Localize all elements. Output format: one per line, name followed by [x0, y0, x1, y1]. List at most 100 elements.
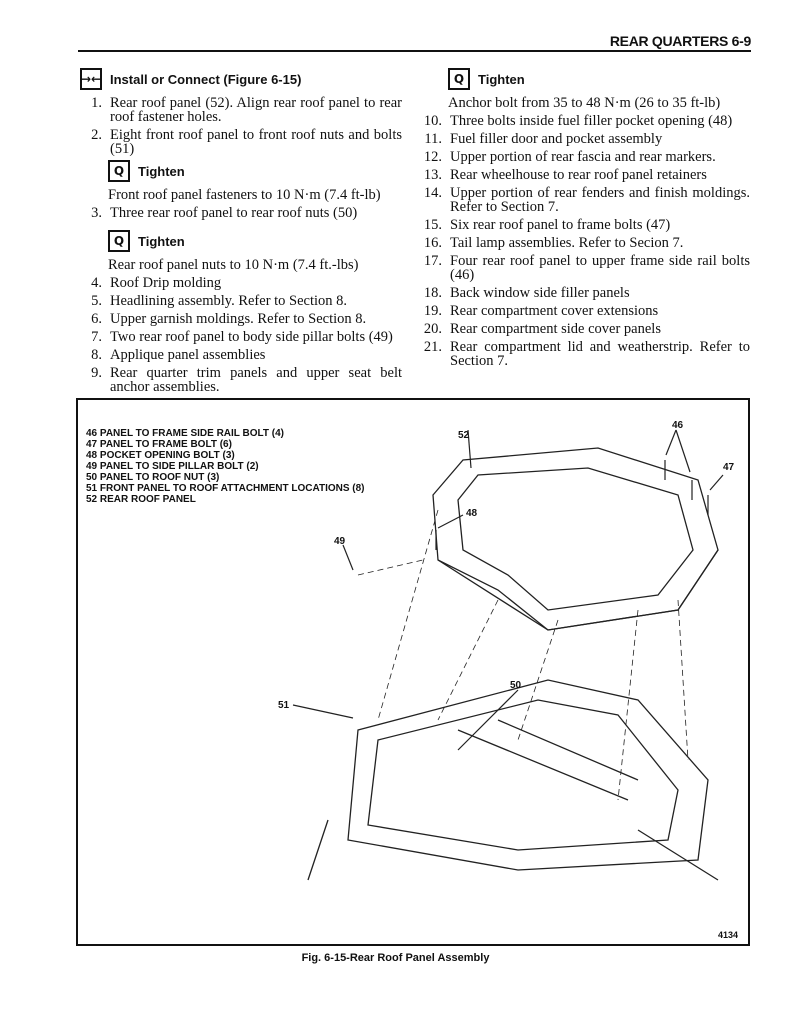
list-item: 13. Rear wheelhouse to rear roof panel re… — [420, 167, 750, 183]
wrench-tighten-icon: Q — [108, 230, 130, 252]
item-number: 10. — [423, 113, 442, 129]
list-item: 3. Three rear roof panel to rear roof nut… — [80, 205, 402, 221]
item-number: 20. — [423, 321, 442, 337]
right-column: Q Tighten Anchor bolt from 35 to 48 N·m (… — [420, 64, 750, 372]
list-item: 18. Back window side filler panels — [420, 285, 750, 301]
arrows-inward-icon: →← — [80, 68, 102, 90]
tighten-label: Tighten — [478, 71, 525, 87]
tighten-label: Tighten — [138, 233, 185, 249]
tighten-spec: Rear roof panel nuts to 10 N·m (7.4 ft.-… — [108, 257, 359, 273]
list-item: 6. Upper garnish moldings. Refer to Secti… — [80, 311, 402, 327]
item-number: 18. — [423, 285, 442, 301]
callout-50: 50 — [510, 680, 522, 691]
figure-legend: 46 PANEL TO FRAME SIDE RAIL BOLT (4)47 P… — [86, 428, 365, 505]
callout-48: 48 — [466, 508, 478, 519]
tighten-heading: Q Tighten — [420, 68, 750, 90]
tighten-spec: Anchor bolt from 35 to 48 N·m (26 to 35 … — [448, 95, 721, 111]
item-text: Back window side filler panels — [450, 285, 630, 301]
legend-entry: 51 FRONT PANEL TO ROOF ATTACHMENT LOCATI… — [86, 483, 365, 494]
callout-49: 49 — [334, 536, 346, 547]
tighten-spec: Front roof panel fasteners to 10 N·m (7.… — [108, 187, 381, 203]
item-text: Six rear roof panel to frame bolts (47) — [450, 217, 671, 233]
list-item: 15. Six rear roof panel to frame bolts (4… — [420, 217, 750, 233]
item-number: 1. — [91, 95, 102, 111]
list-item: 21. Rear compartment lid and weatherstrip… — [420, 339, 750, 369]
tighten-heading: Q Tighten — [80, 160, 402, 182]
item-number: 4. — [91, 275, 102, 291]
list-item: 12. Upper portion of rear fascia and rear… — [420, 149, 750, 165]
item-number: 11. — [424, 131, 442, 147]
list-item: 14. Upper portion of rear fenders and fin… — [420, 185, 750, 215]
item-text: Tail lamp assemblies. Refer to Secion 7. — [450, 235, 684, 251]
item-text: Three rear roof panel to rear roof nuts … — [110, 205, 358, 221]
install-heading-text: Install or Connect (Figure 6-15) — [110, 71, 302, 87]
rear-roof-panel-illustration — [292, 429, 724, 881]
left-column: →← Install or Connect (Figure 6-15) 1. Rea… — [80, 64, 402, 398]
list-item: 19.Rear compartment cover extensions — [420, 303, 750, 319]
legend-entry: 52 REAR ROOF PANEL — [86, 494, 196, 505]
list-item: 2. Eight front roof panel to front roof n… — [80, 127, 402, 157]
item-text: Rear compartment lid and weatherstrip. R… — [450, 339, 750, 369]
list-item: 16. Tail lamp assemblies. Refer to Secion… — [420, 235, 750, 251]
list-item: 11. Fuel filler door and pocket assembly — [420, 131, 750, 147]
item-text: Upper portion of rear fenders and finish… — [450, 185, 750, 215]
list-item: 5. Headlining assembly. Refer to Section … — [80, 293, 402, 309]
wrench-tighten-icon: Q — [108, 160, 130, 182]
list-item: 4. Roof Drip molding — [80, 275, 402, 291]
item-text: Rear compartment side cover panels — [450, 321, 661, 337]
wrench-tighten-icon: Q — [448, 68, 470, 90]
callout-46: 46 — [672, 420, 684, 431]
item-number: 17. — [423, 253, 442, 269]
legend-entry: 50 PANEL TO ROOF NUT (3) — [86, 472, 220, 483]
item-number: 16. — [423, 235, 442, 251]
list-item: 20. Rear compartment side cover panels — [420, 321, 750, 337]
item-text: Rear wheelhouse to rear roof panel retai… — [450, 167, 707, 183]
item-text: Upper garnish moldings. Refer to Section… — [110, 311, 367, 327]
page-header: REAR QUARTERS 6-9 — [609, 33, 751, 49]
tighten-heading: Q Tighten — [80, 230, 402, 252]
list-item: 10. Three bolts inside fuel filler pocket… — [420, 113, 750, 129]
tighten-label: Tighten — [138, 163, 185, 179]
header-rule — [78, 50, 751, 52]
item-text: Rear quarter trim panels and upper seat … — [110, 365, 402, 395]
item-text: Upper portion of rear fascia and rear ma… — [450, 149, 716, 165]
item-text: Fuel filler door and pocket assembly — [450, 131, 663, 147]
item-text: Headlining assembly. Refer to Section 8. — [110, 293, 348, 309]
item-number: 12. — [423, 149, 442, 165]
legend-entry: 47 PANEL TO FRAME BOLT (6) — [86, 439, 232, 450]
list-item: 9. Rear quarter trim panels and upper sea… — [80, 365, 402, 395]
legend-entry: 48 POCKET OPENING BOLT (3) — [86, 450, 235, 461]
item-number: 13. — [423, 167, 442, 183]
item-text: Applique panel assemblies — [110, 347, 266, 363]
callout-51: 51 — [278, 700, 290, 711]
item-text: Rear compartment cover extensions — [450, 303, 659, 319]
item-text: Eight front roof panel to front roof nut… — [110, 127, 402, 157]
legend-entry: 49 PANEL TO SIDE PILLAR BOLT (2) — [86, 461, 259, 472]
item-number: 7. — [91, 329, 102, 345]
list-item: 7. Two rear roof panel to body side pilla… — [80, 329, 402, 345]
item-number: 5. — [91, 293, 102, 309]
list-item: 17. Four rear roof panel to upper frame s… — [420, 253, 750, 283]
item-text: Rear roof panel (52). Align rear roof pa… — [110, 95, 402, 125]
item-number: 21. — [423, 339, 442, 355]
item-text: Three bolts inside fuel filler pocket op… — [450, 113, 733, 129]
item-number: 2. — [91, 127, 102, 143]
figure-caption: Fig. 6-15-Rear Roof Panel Assembly — [301, 952, 490, 964]
item-text: Two rear roof panel to body side pillar … — [110, 329, 393, 345]
callout-47: 47 — [723, 462, 735, 473]
item-text: Roof Drip molding — [110, 275, 222, 291]
callout-52: 52 — [458, 430, 470, 441]
item-number: 15. — [423, 217, 442, 233]
figure-box: 46 PANEL TO FRAME SIDE RAIL BOLT (4)47 P… — [76, 398, 750, 946]
item-number: 6. — [91, 311, 102, 327]
legend-entry: 46 PANEL TO FRAME SIDE RAIL BOLT (4) — [86, 428, 284, 439]
list-item: 8. Applique panel assemblies — [80, 347, 402, 363]
figure-number: 4134 — [718, 930, 739, 940]
item-number: 3. — [91, 205, 102, 221]
item-text: Four rear roof panel to upper frame side… — [450, 253, 750, 283]
item-number: 8. — [91, 347, 102, 363]
item-number: 14. — [423, 185, 442, 201]
list-item: 1. Rear roof panel (52). Align rear roof … — [80, 95, 402, 125]
item-number: 9. — [91, 365, 102, 381]
